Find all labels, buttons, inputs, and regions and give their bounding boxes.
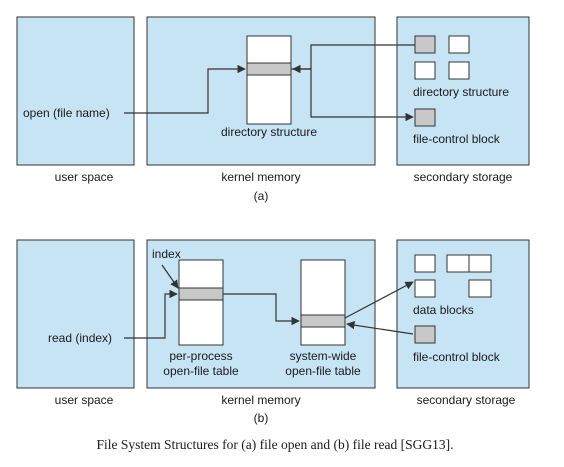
system-wide-open-file-table	[300, 259, 346, 346]
storage-directory-block	[448, 61, 470, 80]
per-process-open-file-table	[178, 259, 224, 346]
storage-file-control-block-b	[414, 325, 436, 344]
to-data-blocks-arrow	[344, 281, 414, 319]
kernel-directory-table	[246, 35, 292, 125]
panel-a: open (file name) directory structure dir…	[16, 16, 530, 203]
panel-a-tag: (a)	[254, 189, 269, 203]
data-block	[414, 279, 436, 298]
panel-b-tag: (b)	[254, 411, 269, 425]
system-wide-entry	[300, 314, 346, 328]
panel-b: index read (index) per-process open-file…	[16, 239, 530, 425]
per-process-entry	[178, 287, 224, 301]
data-block	[446, 254, 470, 273]
figure-caption: File System Structures for (a) file open…	[97, 437, 454, 452]
storage-file-control-block-a	[414, 108, 436, 127]
per-process-label-line1: per-process	[169, 349, 232, 363]
read-call-arrow	[124, 289, 178, 339]
user-space-label-b: user space	[55, 393, 114, 407]
storage-directory-label: directory structure	[413, 85, 509, 99]
kernel-memory-label-a: kernel memory	[221, 170, 300, 184]
data-blocks-label: data blocks	[413, 303, 474, 317]
storage-fcb-label-b: file-control block	[413, 350, 501, 364]
kernel-directory-label: directory structure	[221, 125, 317, 139]
file-control-block-arrow	[291, 68, 414, 122]
data-block	[414, 254, 436, 273]
kernel-directory-entry	[246, 62, 292, 76]
index-pointer-arrow	[161, 264, 179, 289]
from-file-control-block-arrow	[346, 320, 414, 335]
read-call-label: read (index)	[48, 331, 112, 345]
system-wide-label-line2: open-file table	[285, 364, 361, 378]
user-space-region-a	[16, 16, 135, 166]
data-block	[468, 279, 492, 298]
data-block	[468, 254, 492, 273]
storage-directory-block	[414, 61, 436, 80]
per-process-label-line2: open-file table	[163, 364, 239, 378]
kernel-memory-label-b: kernel memory	[221, 393, 300, 407]
secondary-storage-label-a: secondary storage	[414, 170, 513, 184]
secondary-storage-label-b: secondary storage	[417, 393, 516, 407]
open-call-label: open (file name)	[23, 106, 110, 120]
storage-directory-block	[448, 35, 470, 54]
index-label: index	[152, 247, 181, 261]
per-process-to-system-wide-arrow	[223, 293, 300, 326]
system-wide-label-line1: system-wide	[290, 349, 357, 363]
open-call-arrow	[124, 64, 246, 114]
storage-directory-block-highlight	[414, 35, 436, 54]
user-space-label-a: user space	[55, 170, 114, 184]
user-space-region-b	[16, 239, 135, 389]
storage-fcb-label-a: file-control block	[413, 132, 501, 146]
